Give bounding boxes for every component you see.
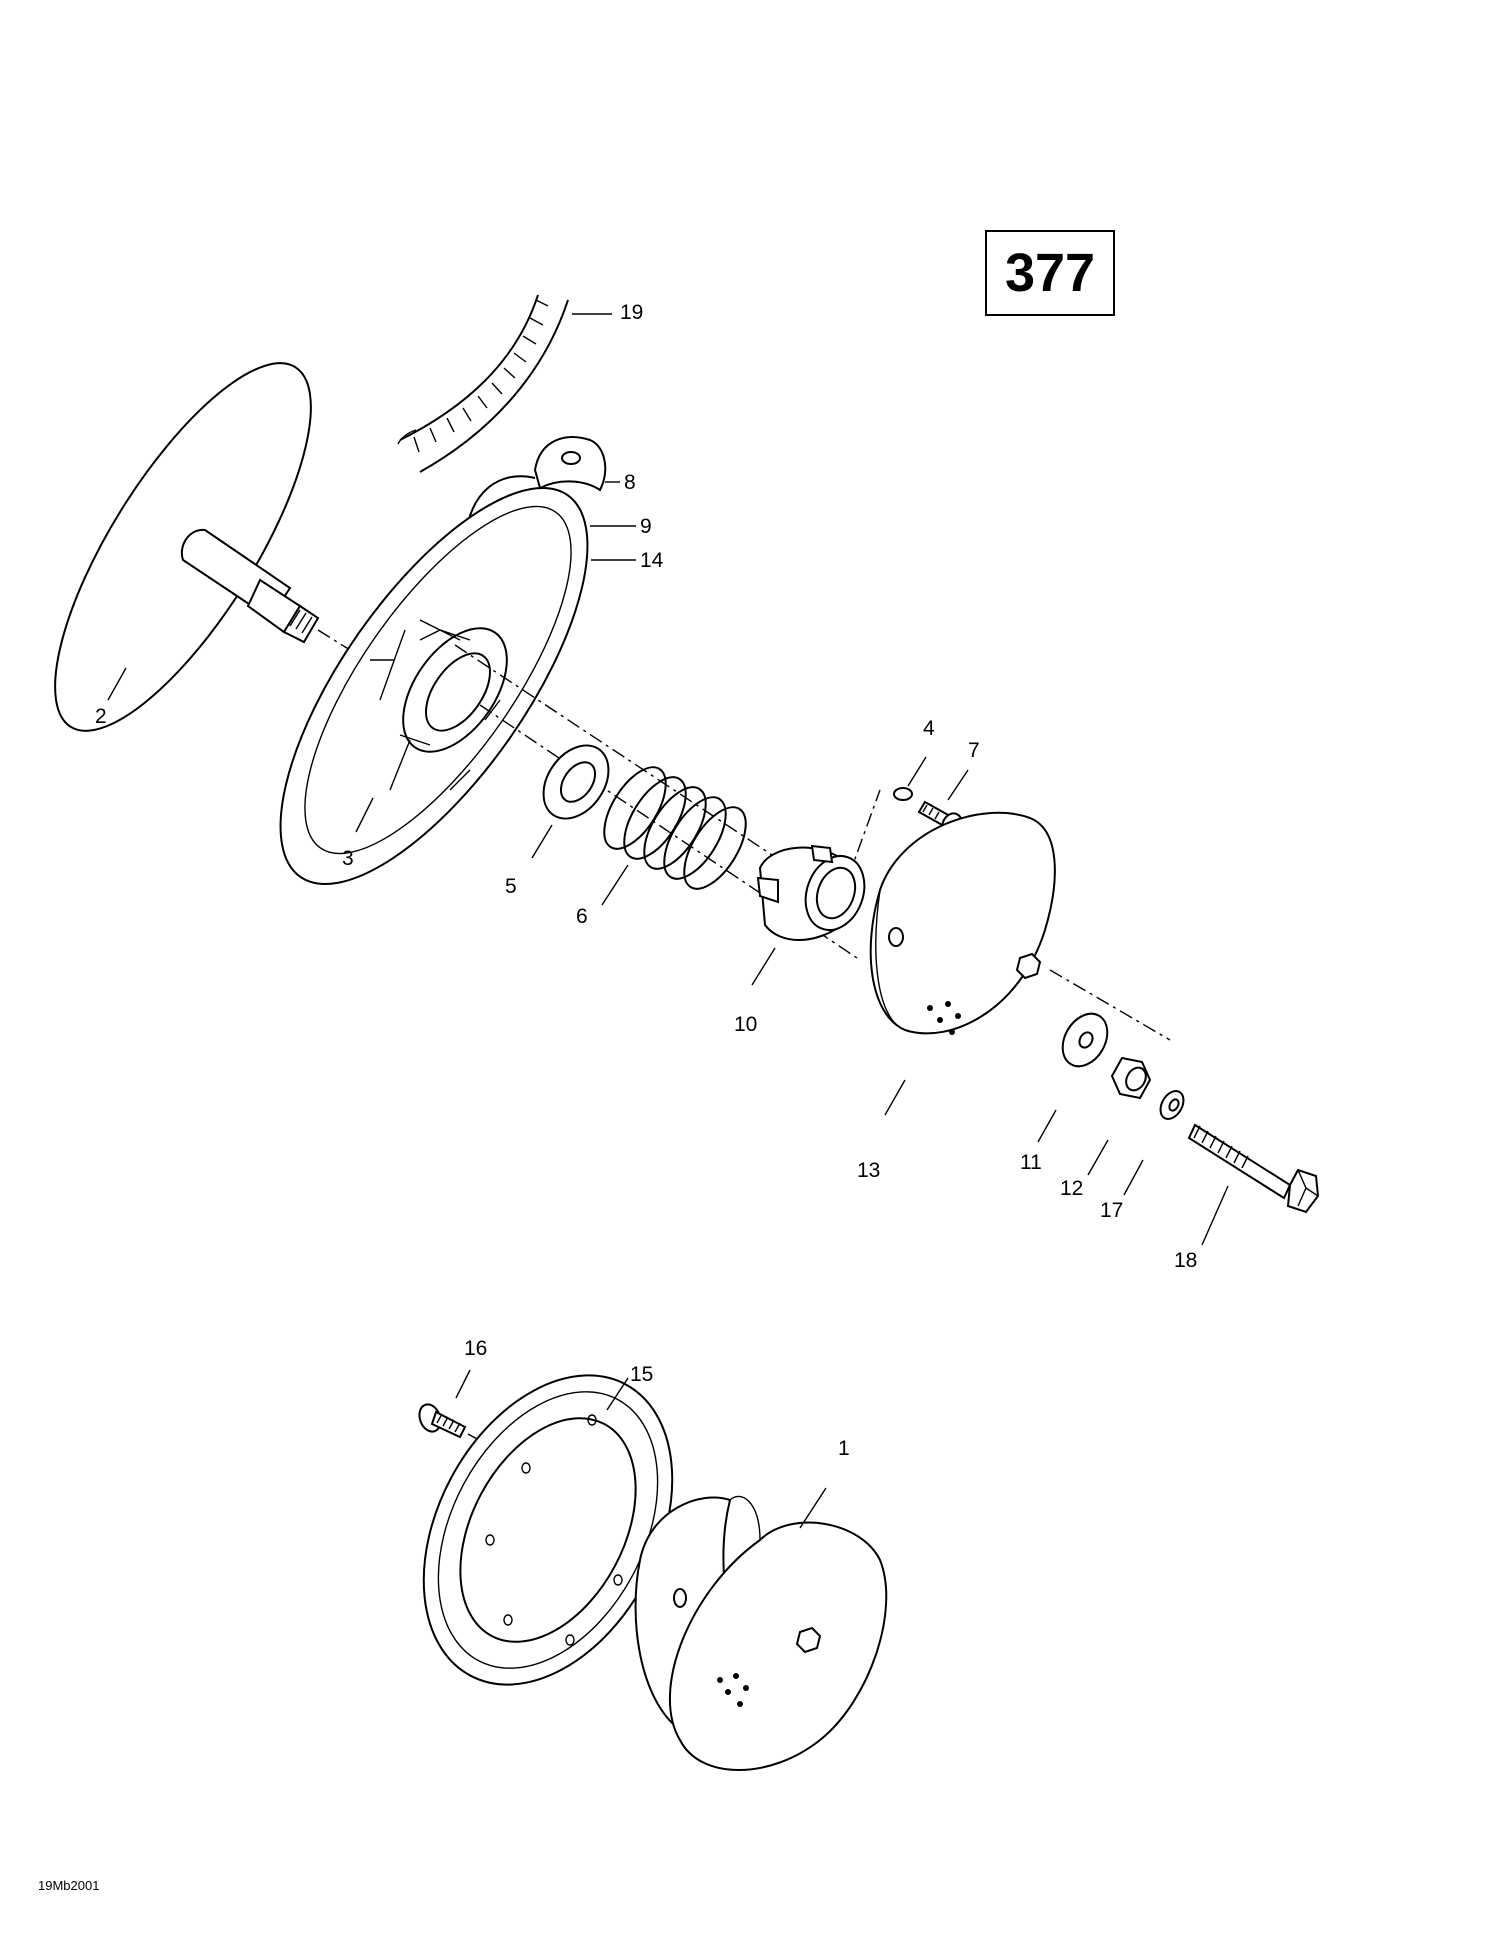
part-1-cover	[634, 1495, 888, 1771]
callout-13: 13	[857, 1159, 881, 1182]
callout-14: 14	[640, 549, 664, 572]
callout-17: 17	[1100, 1199, 1124, 1222]
callout-4: 4	[923, 717, 935, 740]
callout-11: 11	[1020, 1151, 1042, 1174]
leader-18	[1201, 1185, 1229, 1246]
callout-5: 5	[505, 875, 517, 898]
part-4-washer	[893, 787, 913, 801]
leader-12	[1087, 1139, 1109, 1176]
callout-18: 18	[1174, 1249, 1198, 1272]
leader-3	[355, 797, 374, 833]
axis-shaft	[317, 629, 351, 651]
callout-8: 8	[624, 471, 636, 494]
part-6-spring	[603, 766, 747, 890]
part-17-lock-washer	[1159, 1090, 1185, 1120]
part-10-cam	[756, 844, 866, 941]
leader-13	[884, 1079, 906, 1116]
leader-17	[1123, 1159, 1144, 1196]
part-19-drive-belt	[397, 294, 569, 473]
leader-6	[601, 864, 629, 906]
part-11-washer	[1061, 1012, 1109, 1068]
callout-10: 10	[734, 1013, 758, 1036]
part-15-ring	[422, 1374, 674, 1686]
callout-7: 7	[968, 739, 980, 762]
callout-16: 16	[464, 1337, 488, 1360]
part-18-bolt	[1187, 1123, 1320, 1214]
callout-3: 3	[342, 847, 354, 870]
callout-6: 6	[576, 905, 588, 928]
part-16-screw	[418, 1403, 467, 1439]
callout-1: 1	[838, 1437, 850, 1460]
leader-7	[947, 769, 969, 801]
axis-bolt	[1049, 969, 1171, 1041]
leader-16	[455, 1369, 471, 1399]
callout-15: 15	[630, 1363, 654, 1386]
callout-12: 12	[1060, 1177, 1084, 1200]
part-5-spring-seat	[542, 744, 610, 820]
callout-9: 9	[640, 515, 652, 538]
part-2-fixed-sheave	[54, 362, 320, 732]
part-13-spider-cover	[869, 811, 1056, 1035]
leader-1	[799, 1487, 827, 1529]
page-number-box: 377	[985, 230, 1115, 316]
leader-5	[531, 824, 553, 859]
leader-4	[907, 756, 927, 787]
part-3-movable-sheave	[279, 486, 589, 886]
leader-2	[107, 667, 127, 701]
page-number: 377	[1004, 243, 1096, 303]
leader-15	[606, 1377, 629, 1411]
leader-10	[751, 947, 776, 986]
callout-2: 2	[95, 705, 107, 728]
drawing-code: 19Mb2001	[38, 1878, 100, 1893]
part-12-nut	[1110, 1056, 1152, 1100]
callout-19: 19	[620, 301, 644, 324]
leader-11	[1037, 1109, 1057, 1143]
